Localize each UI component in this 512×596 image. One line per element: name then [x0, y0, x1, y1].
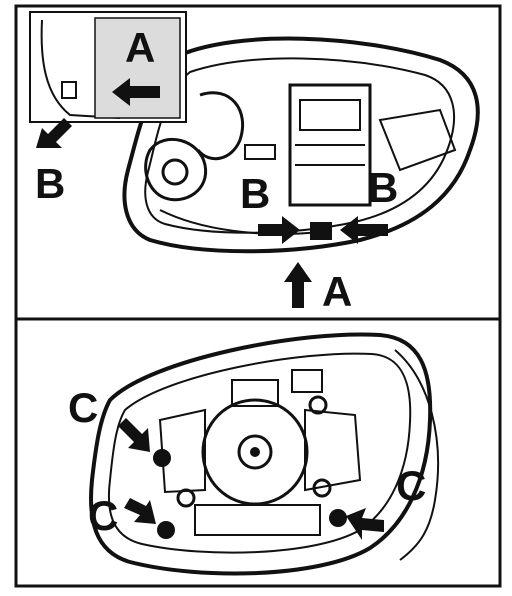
- bottom-panel: C C C: [68, 332, 439, 576]
- screw: [312, 478, 332, 498]
- callout-label-a: A: [125, 24, 155, 71]
- callout-label-b: B: [240, 170, 270, 217]
- linkage-arm: [196, 91, 245, 161]
- arrow-left-icon: [112, 78, 160, 106]
- inset-shaded-area: [94, 17, 181, 119]
- connector-clip: [244, 144, 276, 160]
- callout-label-b: B: [35, 160, 65, 207]
- arrow-down-right-icon: [124, 498, 156, 524]
- right-mount-plate: [304, 408, 362, 492]
- housing-outline: [122, 36, 480, 254]
- housing-inner-outline: [144, 57, 455, 234]
- callout-label-a: A: [322, 268, 352, 315]
- actuator-center: [250, 447, 260, 457]
- inset-housing-edge: [40, 19, 121, 119]
- arrow-down-right-icon: [36, 118, 72, 148]
- inset-clip: [61, 81, 77, 99]
- screw: [153, 449, 171, 467]
- motor-housing: [144, 137, 208, 202]
- motor-shaft: [161, 158, 189, 186]
- side-bracket: [378, 108, 457, 172]
- screw: [157, 521, 175, 539]
- bracket-slot: [299, 99, 361, 131]
- wire-connector: [291, 369, 323, 393]
- arrow-down-right-icon: [118, 418, 150, 452]
- screw: [308, 395, 328, 415]
- lower-rail: [194, 504, 321, 536]
- callout-label-b: B: [368, 164, 398, 211]
- screw: [176, 488, 196, 508]
- screw: [329, 509, 347, 527]
- arrow-left-icon: [340, 216, 388, 244]
- mirror-backing-outline: [89, 332, 433, 576]
- figure-frame: [14, 4, 502, 588]
- actuator-top-tab: [231, 379, 279, 407]
- arrow-left-icon: [346, 508, 384, 540]
- callout-label-c: C: [88, 492, 118, 539]
- callout-label-c: C: [68, 384, 98, 431]
- retaining-clip: [310, 222, 332, 240]
- bracket-plate: [288, 83, 372, 207]
- callout-label-c: C: [396, 462, 426, 509]
- left-mount-plate: [158, 408, 206, 494]
- arrow-right-icon: [258, 216, 300, 244]
- arrow-up-icon: [284, 262, 312, 308]
- housing-edge: [394, 349, 439, 561]
- top-panel: A B B B A: [29, 11, 480, 315]
- actuator-hub: [237, 434, 273, 470]
- wire-harness: [159, 209, 321, 235]
